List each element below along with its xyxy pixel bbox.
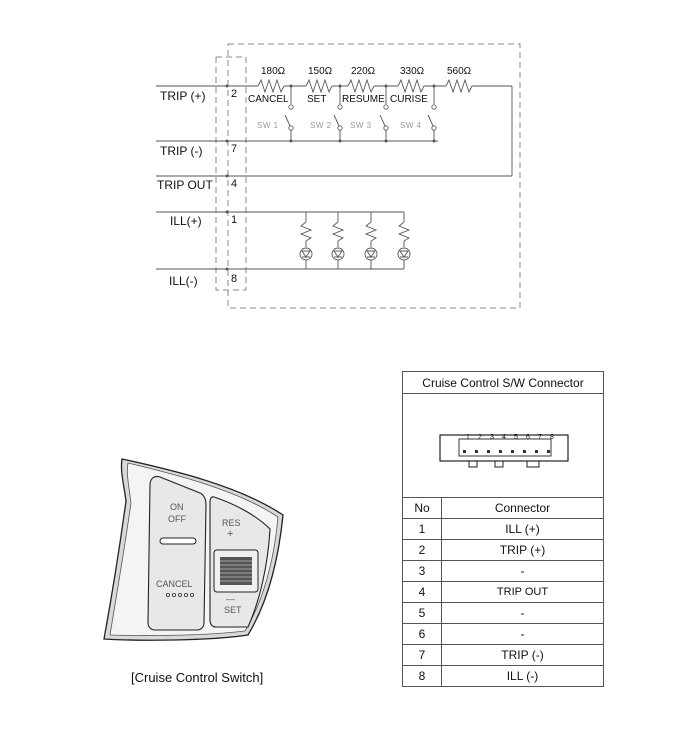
on-off-divider: [159, 537, 197, 545]
row-connector: TRIP OUT: [441, 581, 604, 603]
column-header-no: No: [402, 497, 442, 519]
signal-label-trip-out: TRIP OUT: [157, 178, 213, 192]
resistor-value-1: 180Ω: [261, 66, 286, 77]
signal-label-trip-minus: TRIP (-): [160, 144, 203, 158]
table-row: 5-: [402, 602, 604, 624]
switch-contacts: [288, 104, 437, 131]
signal-label-ill-minus: ILL(-): [169, 274, 198, 288]
resistor-value-4: 330Ω: [400, 66, 425, 77]
switch-tag-1: SW 1: [257, 121, 279, 130]
signal-label-ill-plus: ILL(+): [170, 214, 202, 228]
wiring-schematic: [156, 43, 521, 309]
pin-label-3: 3: [490, 434, 494, 441]
res-label: RES: [222, 518, 241, 528]
resistor-value-3: 220Ω: [351, 66, 376, 77]
row-connector: ILL (+): [441, 518, 604, 540]
pin-label-6: 6: [526, 434, 530, 441]
switch-name-cruise: CURISE: [390, 94, 428, 105]
switch-caption: [Cruise Control Switch]: [131, 670, 264, 685]
row-connector: -: [441, 623, 604, 645]
junction-dots: [225, 84, 436, 271]
row-no: 6: [402, 623, 442, 645]
lamp-branch-1: [299, 212, 313, 269]
pin-number-trip-plus: 2: [231, 88, 238, 100]
illumination-circuit: [156, 211, 411, 270]
switch-tag-4: SW 4: [400, 121, 422, 130]
table-row: 3-: [402, 560, 604, 582]
pin-label-2: 2: [478, 434, 482, 441]
row-no: 7: [402, 644, 442, 666]
switch-name-cancel: CANCEL: [248, 94, 289, 105]
trip-plus-circuit: [156, 78, 513, 177]
plus-label: +: [227, 528, 234, 540]
cruise-control-switch-illustration: [103, 458, 284, 641]
row-connector: -: [441, 560, 604, 582]
connector-table-title: Cruise Control S/W Connector: [402, 371, 604, 394]
resistor-value-2: 150Ω: [308, 66, 333, 77]
connector-drawing-cell: 1 2 3 4 5 6 7 8: [402, 393, 604, 498]
pin-number-ill-plus: 1: [231, 214, 238, 226]
pin-label-7: 7: [538, 434, 542, 441]
switch-tag-3: SW 3: [350, 121, 372, 130]
set-label: SET: [224, 605, 242, 615]
switch-housing-outline: [227, 43, 521, 309]
row-connector: -: [441, 602, 604, 624]
switch-name-resume: RESUME: [342, 94, 385, 105]
row-no: 1: [402, 518, 442, 540]
connector-face-icon: [439, 434, 569, 468]
cancel-dots-icon: [166, 592, 195, 597]
row-connector: TRIP (-): [441, 644, 604, 666]
pin-number-trip-minus: 7: [231, 143, 238, 155]
lamp-branch-2: [331, 212, 345, 269]
row-no: 3: [402, 560, 442, 582]
resistor-value-5: 560Ω: [447, 66, 472, 77]
column-header-connector: Connector: [441, 497, 604, 519]
pin-label-8: 8: [550, 434, 554, 441]
signal-label-trip-plus: TRIP (+): [160, 89, 206, 103]
minus-label: —: [226, 594, 235, 604]
connector-pin-labels: 1 2 3 4 5 6 7 8: [462, 434, 558, 441]
row-no: 4: [402, 581, 442, 603]
pin-label-5: 5: [514, 434, 518, 441]
switch-name-set: SET: [307, 94, 327, 105]
pin-label-1: 1: [466, 434, 470, 441]
lamp-branch-4: [397, 212, 411, 269]
row-no: 5: [402, 602, 442, 624]
table-row: 6-: [402, 623, 604, 645]
off-label: OFF: [168, 514, 186, 524]
lamp-branch-3: [364, 212, 378, 269]
switch-tag-2: SW 2: [310, 121, 332, 130]
left-button-panel: [147, 475, 207, 631]
row-connector: ILL (-): [441, 665, 604, 687]
pin-number-trip-out: 4: [231, 178, 238, 190]
cancel-label: CANCEL: [156, 579, 193, 589]
on-label: ON: [170, 502, 184, 512]
pin-label-4: 4: [502, 434, 506, 441]
pin-number-ill-minus: 8: [231, 273, 238, 285]
row-connector: TRIP (+): [441, 539, 604, 561]
row-no: 8: [402, 665, 442, 687]
row-no: 2: [402, 539, 442, 561]
